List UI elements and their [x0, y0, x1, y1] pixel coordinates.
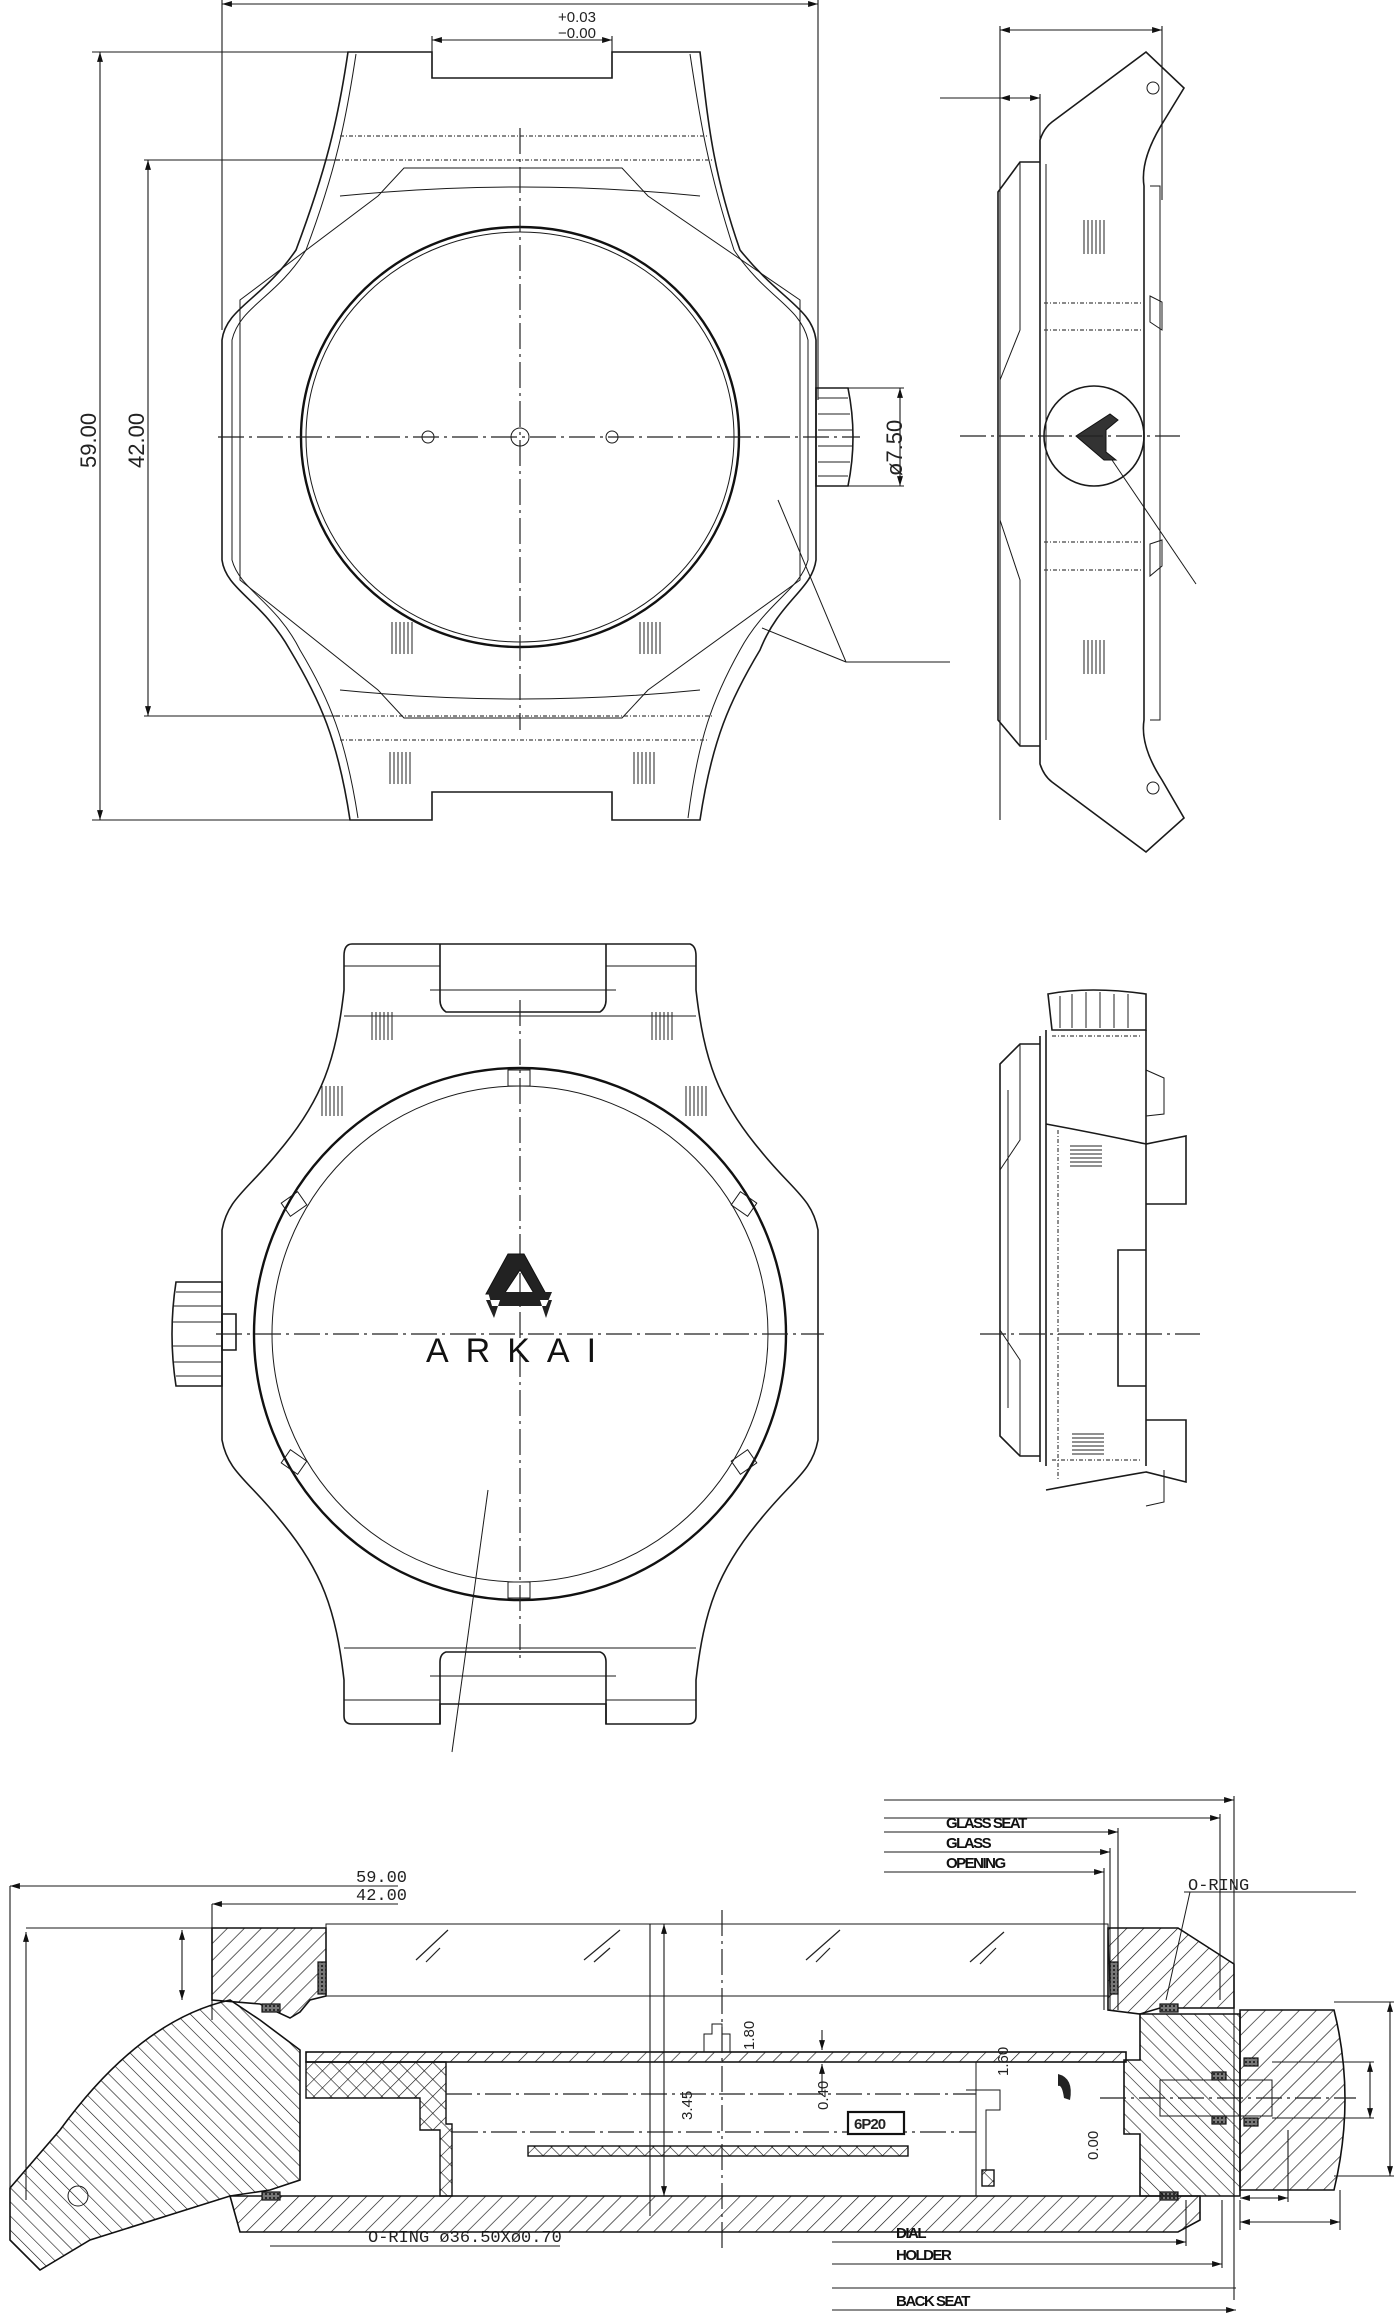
o-ring-spec: O-RING ø36.50Xø0.70	[368, 2229, 562, 2248]
dim-1-80: 1.80	[741, 2021, 758, 2050]
label-opening: OPENING	[946, 1855, 1006, 1872]
tolerance-lower: −0.00	[558, 25, 596, 42]
label-glass-seat: GLASS SEAT	[946, 1815, 1027, 1832]
dim-3-45: 3.45	[679, 2091, 696, 2120]
label-holder: HOLDER	[896, 2247, 952, 2264]
dim-59-label: 59.00	[76, 413, 101, 468]
dim-42-label: 42.00	[124, 413, 149, 468]
front-dial-view: ARKAI	[171, 943, 824, 1753]
section-dim-42: 42.00	[356, 1887, 407, 1906]
brand-text: ARKAI	[426, 1332, 613, 1370]
dim-1-60: 1.60	[995, 2047, 1012, 2076]
section-dim-59: 59.00	[356, 1869, 407, 1888]
left-side-view	[980, 989, 1200, 1507]
label-o-ring: O-RING	[1188, 1877, 1249, 1896]
label-back-seat: BACK SEAT	[896, 2293, 970, 2310]
right-side-view-top	[940, 26, 1197, 854]
cross-section: 59.00 42.00 GLASS SEAT GLASS OPENING O-R…	[9, 1796, 1394, 2313]
top-back-view: 59.00 42.00 +0.03 −0.00	[76, 0, 950, 821]
texture-marks	[389, 622, 661, 784]
crown-diameter-label: ø7.50	[882, 420, 907, 476]
movement-label: 6P20	[854, 2116, 886, 2133]
brand-logo: ARKAI	[426, 1253, 613, 1370]
label-glass: GLASS	[946, 1835, 992, 1852]
crown-logo-icon	[1075, 413, 1119, 461]
dim-0-40: 0.40	[815, 2081, 832, 2110]
dim-0-00: 0.00	[1085, 2131, 1102, 2160]
crown-left	[171, 1281, 237, 1387]
tolerance-upper: +0.03	[558, 9, 596, 26]
